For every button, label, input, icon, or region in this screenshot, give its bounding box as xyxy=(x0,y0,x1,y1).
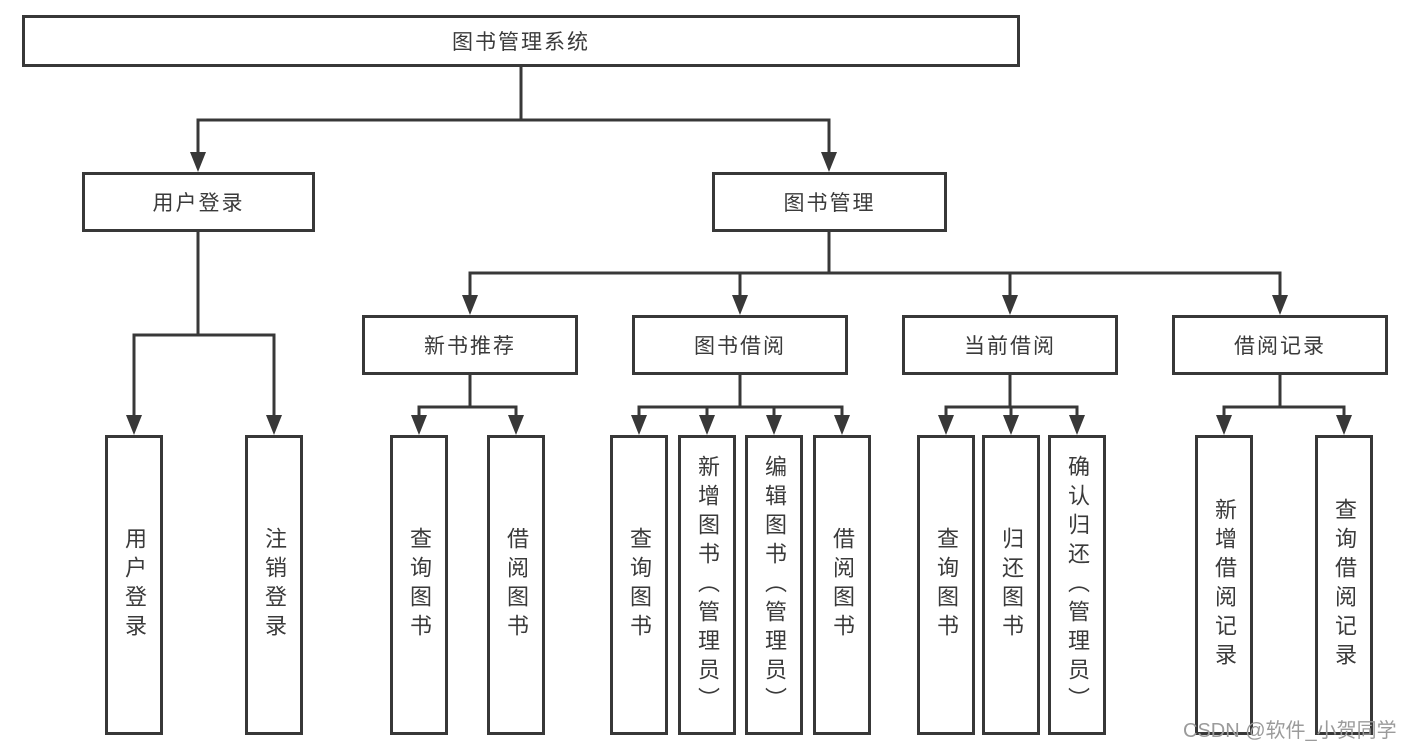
node-label: 借阅记录 xyxy=(1234,335,1326,358)
node-label: 图书管理 xyxy=(783,192,876,215)
node-leaf-user-login: 用户登录 xyxy=(105,435,163,735)
node-label: 确认归还（管理员） xyxy=(1065,454,1090,716)
node-label: 图书借阅 xyxy=(694,335,786,358)
node-label: 查询图书 xyxy=(934,527,959,643)
node-label: 借阅图书 xyxy=(830,527,855,643)
node-label: 注销登录 xyxy=(262,527,287,643)
node-leaf-search-borrow-record: 查询借阅记录 xyxy=(1315,435,1373,735)
node-borrowing-records: 借阅记录 xyxy=(1172,315,1388,375)
node-leaf-search-books-recommendation: 查询图书 xyxy=(390,435,448,735)
node-label: 借阅图书 xyxy=(504,527,529,643)
csdn-watermark: CSDN @软件_小贺同学 xyxy=(1183,720,1397,742)
node-leaf-borrow-books-recommendation: 借阅图书 xyxy=(487,435,545,735)
node-leaf-search-books-current: 查询图书 xyxy=(917,435,975,735)
node-book-management: 图书管理 xyxy=(712,172,947,232)
node-label: 用户登录 xyxy=(122,527,147,643)
arrowheads xyxy=(126,152,1352,435)
node-user-login: 用户登录 xyxy=(82,172,315,232)
node-label: 归还图书 xyxy=(999,527,1024,643)
node-book-borrowing: 图书借阅 xyxy=(632,315,848,375)
node-label: 新书推荐 xyxy=(424,335,516,358)
node-label: 编辑图书（管理员） xyxy=(762,454,787,716)
node-leaf-edit-books-admin: 编辑图书（管理员） xyxy=(745,435,803,735)
node-label: 查询图书 xyxy=(407,527,432,643)
node-leaf-logout: 注销登录 xyxy=(245,435,303,735)
node-leaf-borrow-books: 借阅图书 xyxy=(813,435,871,735)
node-leaf-add-borrow-record: 新增借阅记录 xyxy=(1195,435,1253,735)
node-leaf-search-books-borrowing: 查询图书 xyxy=(610,435,668,735)
node-label: 新增借阅记录 xyxy=(1212,498,1237,672)
node-label: 查询图书 xyxy=(627,527,652,643)
node-label: 查询借阅记录 xyxy=(1332,498,1357,672)
node-new-book-recommendation: 新书推荐 xyxy=(362,315,578,375)
node-current-borrowing: 当前借阅 xyxy=(902,315,1118,375)
node-leaf-add-books-admin: 新增图书（管理员） xyxy=(678,435,736,735)
node-library-management-system: 图书管理系统 xyxy=(22,15,1020,67)
node-label: 新增图书（管理员） xyxy=(695,454,720,716)
node-label: 当前借阅 xyxy=(964,335,1056,358)
node-label: 用户登录 xyxy=(152,192,245,215)
node-leaf-confirm-return-admin: 确认归还（管理员） xyxy=(1048,435,1106,735)
node-leaf-return-books: 归还图书 xyxy=(982,435,1040,735)
node-label: 图书管理系统 xyxy=(452,31,590,54)
